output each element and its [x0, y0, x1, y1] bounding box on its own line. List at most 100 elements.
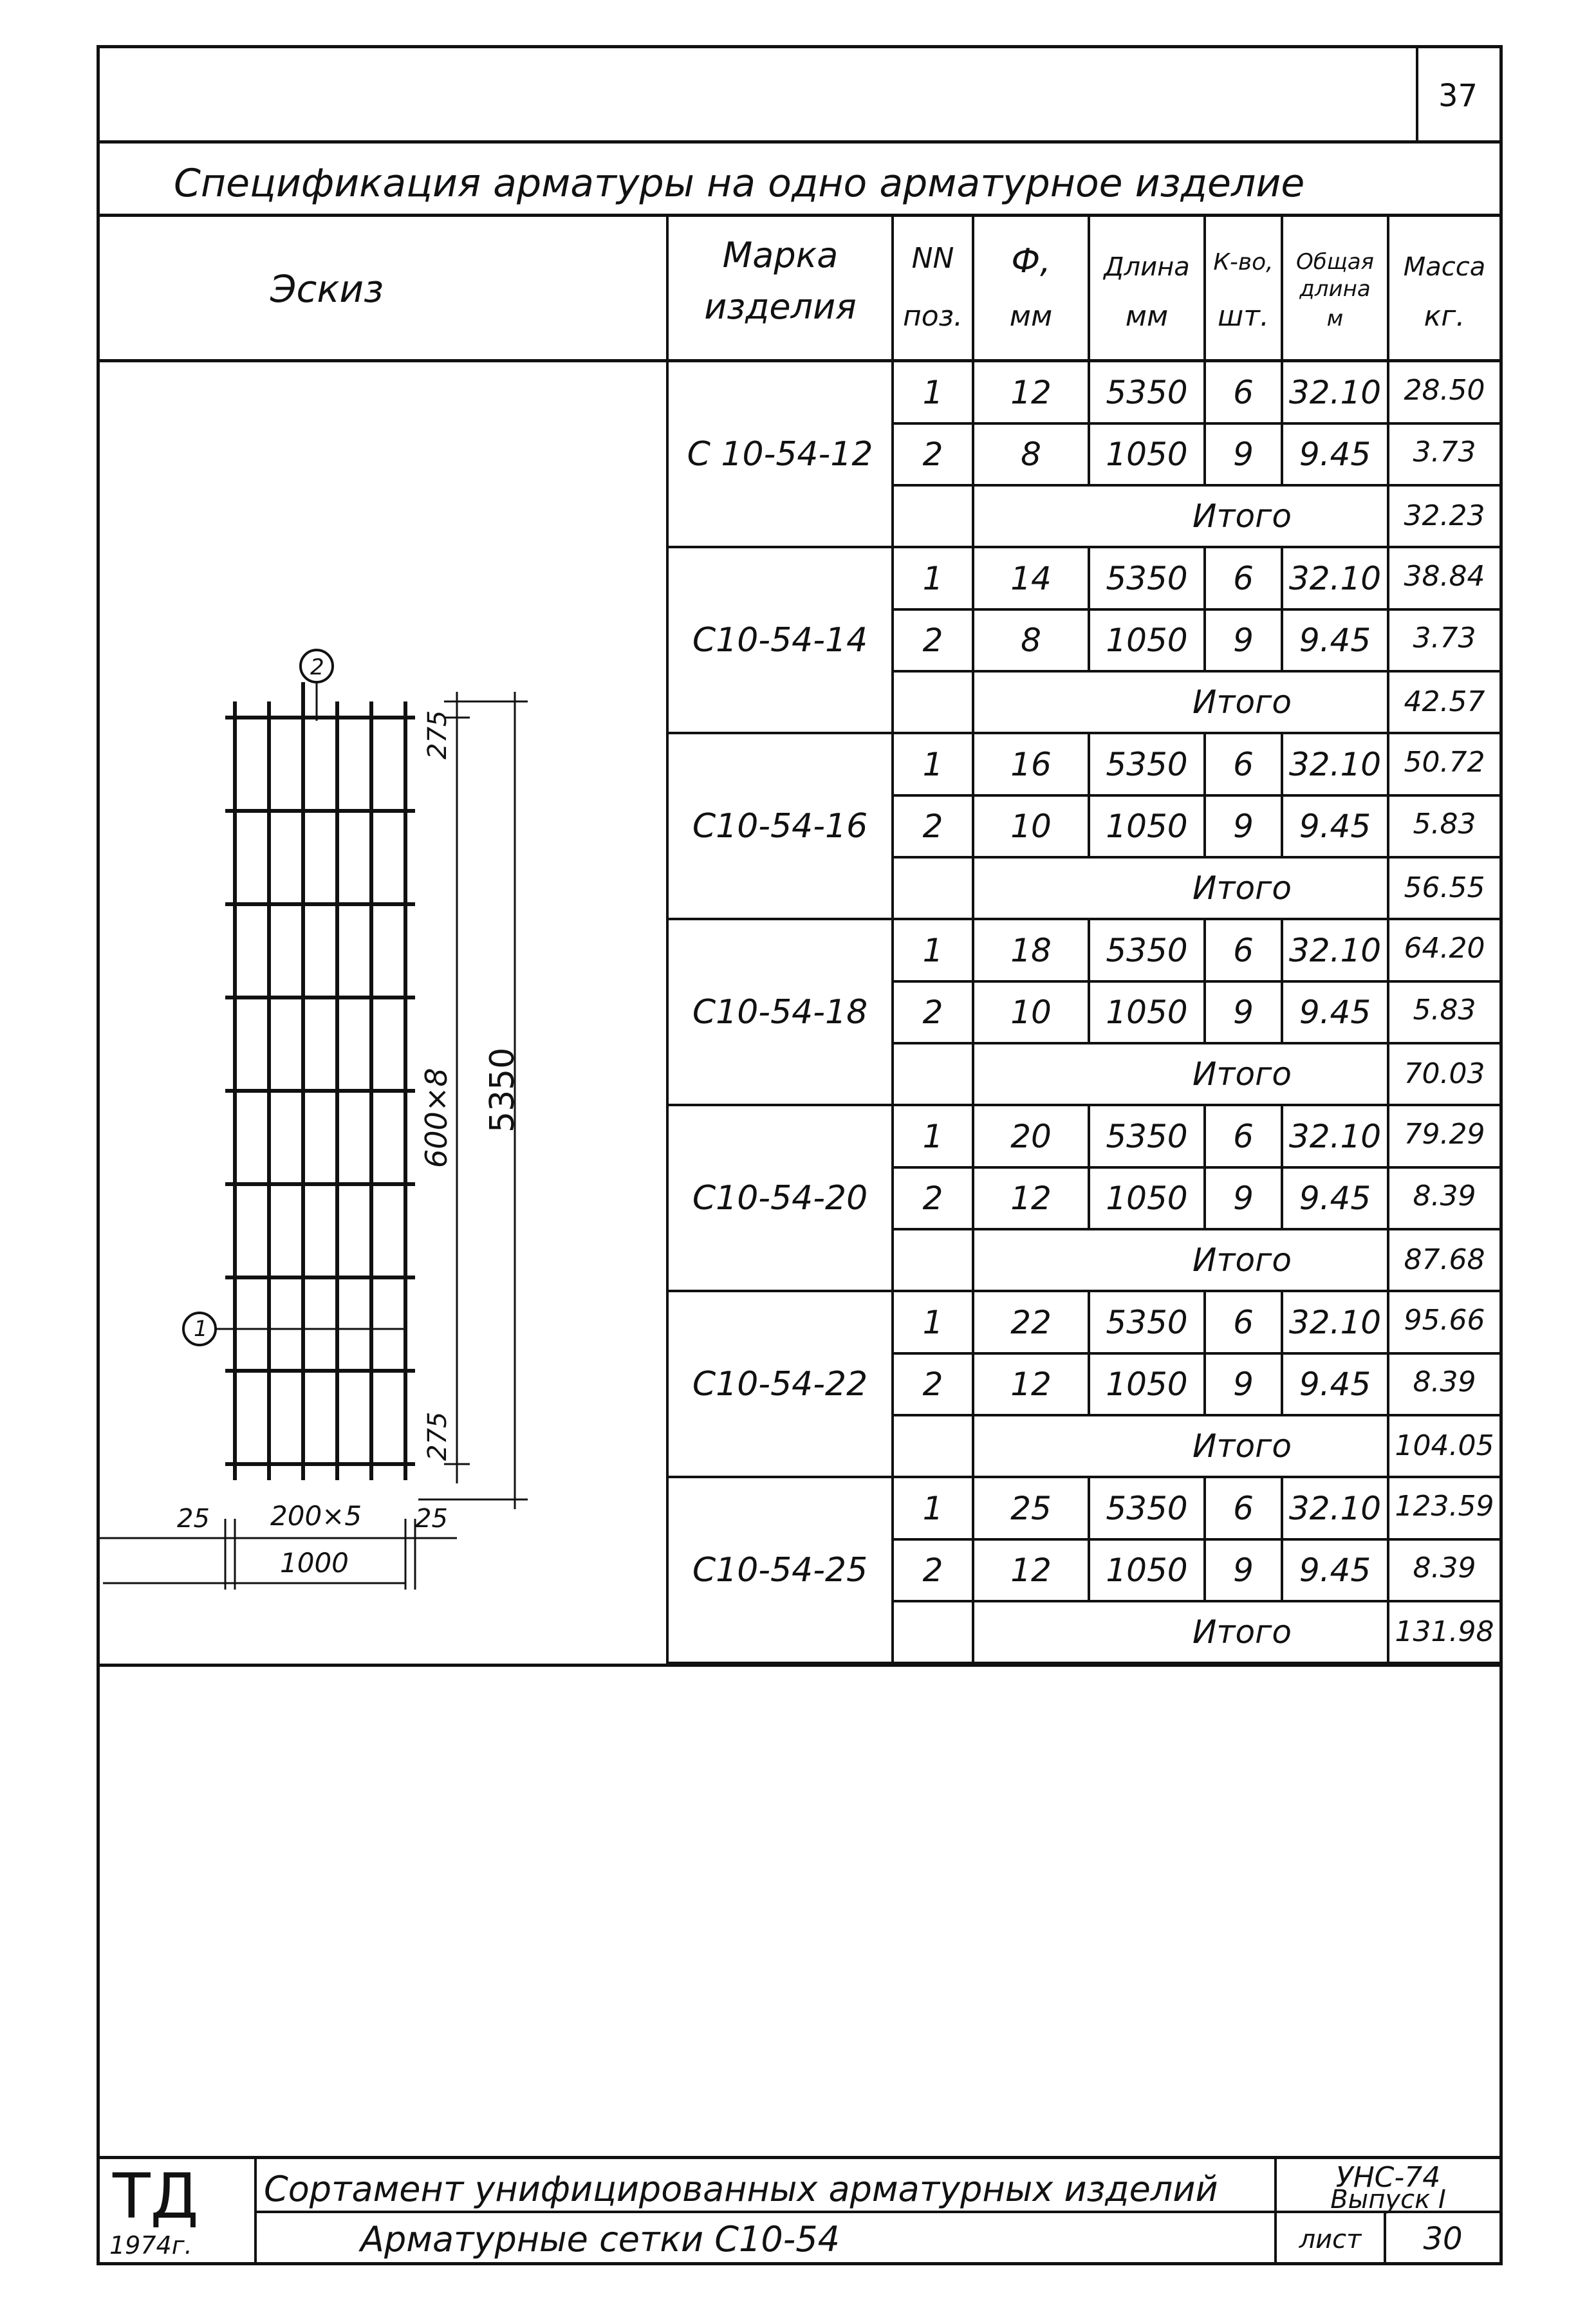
row-separator — [891, 1352, 1503, 1355]
group-mark: С10-54-18 — [692, 993, 868, 1032]
table-cell: 1 — [922, 1490, 943, 1527]
col-line-dia — [1088, 214, 1090, 1665]
total-label: Итого — [1192, 869, 1292, 907]
table-cell: 3.73 — [1413, 436, 1476, 469]
group-separator — [666, 732, 1503, 734]
table-cell: 12 — [1010, 1552, 1052, 1589]
stamp-sheet-label: лист — [1299, 2225, 1362, 2254]
table-cell: 32.10 — [1288, 560, 1382, 597]
table-cell: 1 — [922, 374, 943, 411]
table-cell: 32.10 — [1288, 1304, 1382, 1341]
table-cell: 6 — [1233, 374, 1254, 411]
table-cell: 8.39 — [1413, 1180, 1476, 1212]
stamp-sheet-divider — [1384, 2211, 1386, 2265]
row-separator — [891, 422, 1503, 425]
table-cell: 32.10 — [1288, 746, 1382, 783]
frame-top — [97, 45, 1503, 48]
stamp-logo: ТД — [113, 2160, 199, 2232]
table-cell: 1050 — [1106, 1366, 1188, 1403]
table-cell: 2 — [922, 994, 943, 1031]
stamp-year: 1974г. — [109, 2231, 192, 2260]
total-value: 131.98 — [1395, 1615, 1494, 1648]
header-total-3: м — [1326, 306, 1344, 331]
total-value: 87.68 — [1404, 1243, 1485, 1276]
table-cell: 6 — [1233, 1118, 1254, 1155]
stamp-bottom-line — [97, 2262, 1503, 2265]
table-cell: 32.10 — [1288, 932, 1382, 969]
table-cell: 9.45 — [1299, 1180, 1371, 1217]
group-separator — [666, 1476, 1503, 1478]
sketch-dim-middle: 600×8 — [419, 1068, 454, 1168]
stamp-subtitle: Арматурные сетки С10-54 — [360, 2219, 840, 2260]
table-cell: 2 — [922, 1366, 943, 1403]
table-cell: 1050 — [1106, 1180, 1188, 1217]
table-cell: 2 — [922, 808, 943, 845]
table-cell: 1 — [922, 932, 943, 969]
col-line-pos — [972, 214, 974, 1665]
header-len-2: мм — [1125, 300, 1169, 333]
group-separator — [666, 1662, 1503, 1664]
table-cell: 3.73 — [1413, 622, 1476, 654]
table-cell: 1050 — [1106, 436, 1188, 473]
table-cell: 9 — [1233, 1552, 1254, 1589]
sketch-dim-total: 5350 — [483, 1047, 522, 1133]
table-cell: 1050 — [1106, 1552, 1188, 1589]
table-cell: 9 — [1233, 1180, 1254, 1217]
header-mark-2: изделия — [704, 286, 857, 327]
total-row-merge — [974, 673, 1387, 732]
total-row-merge — [974, 1044, 1387, 1104]
stamp-series-divider — [1274, 2156, 1277, 2265]
total-value: 32.23 — [1404, 499, 1485, 532]
row-separator — [891, 1166, 1503, 1169]
header-total-1: Общая — [1295, 249, 1375, 275]
table-cell: 9 — [1233, 808, 1254, 845]
table-cell: 8.39 — [1413, 1366, 1476, 1398]
row-separator — [891, 608, 1503, 611]
page-number: 37 — [1438, 78, 1478, 114]
table-cell: 64.20 — [1404, 932, 1485, 965]
header-pos-1: NN — [911, 242, 954, 275]
title-line — [97, 214, 1503, 217]
table-cell: 5350 — [1106, 746, 1188, 783]
table-cell: 20 — [1010, 1118, 1052, 1155]
table-cell: 8 — [1021, 436, 1041, 473]
table-cell: 6 — [1233, 560, 1254, 597]
header-mark-1: Марка — [722, 235, 839, 275]
group-mark: С10-54-22 — [692, 1365, 868, 1404]
table-cell: 10 — [1010, 994, 1052, 1031]
sketch-dim-width: 1000 — [280, 1547, 349, 1579]
page-number-divider — [1416, 45, 1418, 142]
frame-left — [97, 45, 100, 2265]
group-mark: С 10-54-12 — [687, 435, 873, 474]
table-cell: 10 — [1010, 808, 1052, 845]
table-cell: 25 — [1010, 1490, 1052, 1527]
total-label: Итого — [1192, 683, 1292, 721]
header-mass-2: кг. — [1424, 300, 1465, 333]
total-row-merge — [974, 1602, 1387, 1662]
table-cell: 22 — [1010, 1304, 1052, 1341]
stamp-logo-divider — [254, 2156, 257, 2265]
total-value: 70.03 — [1404, 1057, 1485, 1090]
row-separator — [891, 484, 1503, 487]
col-line-total — [1387, 214, 1389, 1665]
stamp-sheet-number: 30 — [1423, 2221, 1463, 2257]
row-separator — [891, 1538, 1503, 1541]
col-line-qty — [1281, 214, 1283, 1665]
table-cell: 9.45 — [1299, 808, 1371, 845]
table-cell: 32.10 — [1288, 1118, 1382, 1155]
table-cell: 9 — [1233, 994, 1254, 1031]
col-line-mark — [891, 214, 894, 1665]
table-cell: 8 — [1021, 622, 1041, 659]
table-cell: 2 — [922, 436, 943, 473]
group-mark: С10-54-25 — [692, 1551, 868, 1590]
table-cell: 2 — [922, 1180, 943, 1217]
sketch-dim-spacing: 200×5 — [270, 1500, 362, 1532]
table-cell: 14 — [1010, 560, 1052, 597]
table-cell: 9.45 — [1299, 622, 1371, 659]
header-len-1: Длина — [1104, 252, 1190, 282]
table-cell: 1050 — [1106, 994, 1188, 1031]
total-label: Итого — [1192, 497, 1292, 535]
table-bottom-line — [97, 1664, 1503, 1667]
table-cell: 9 — [1233, 1366, 1254, 1403]
sketch-dim-left: 25 — [177, 1504, 210, 1534]
